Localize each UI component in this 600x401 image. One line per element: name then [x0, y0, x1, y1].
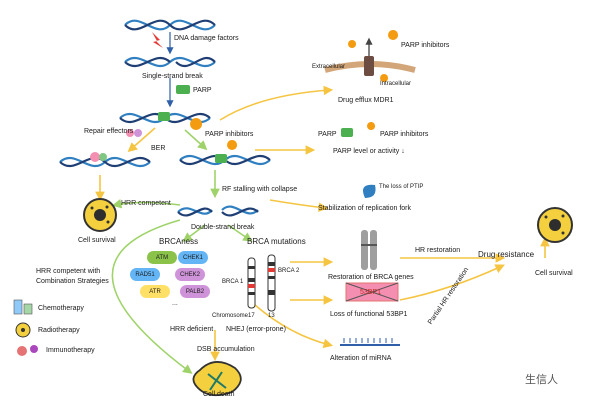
label-hr-restoration: HR restoration: [415, 247, 461, 254]
arrow-hrr-competent: [111, 199, 181, 209]
arrow-to-ber: [127, 127, 156, 153]
dna-helix-top: [124, 19, 216, 31]
53bp1-box-icon: [345, 282, 399, 302]
label-radiotherapy: Radiotherapy: [38, 327, 80, 334]
dna-helix-ber: [59, 156, 151, 168]
parp-inhibitor-mid-icon: [190, 118, 203, 130]
membrane-icon: [324, 37, 416, 76]
label-cell-survival-right: Cell survival: [535, 270, 573, 277]
pill-chek2: CHEK2: [175, 268, 205, 281]
label-chromosome: Chromosome: [212, 313, 249, 319]
pill-rad51: RAD51: [130, 268, 160, 281]
label-ber: BER: [151, 145, 166, 152]
label-parp-inhibitors-mid: PARP inhibitors: [205, 131, 254, 138]
label-brca2: BRCA 2: [278, 268, 300, 274]
chemotherapy-icon: [13, 299, 33, 315]
ptip-icon: [362, 184, 376, 198]
lightning-icon: [152, 32, 163, 48]
arrow-to-brcaness: [182, 224, 206, 242]
label-single-strand-break: Single-strand break: [142, 73, 203, 80]
label-rf-stalling: RF stalling with collapse: [222, 186, 298, 193]
label-restoration-brca: Restoration of BRCA genes: [328, 274, 414, 281]
label-hrr-competent: HRR competent: [121, 200, 171, 207]
repair-effector-c-icon: [90, 152, 100, 162]
label-alteration-mirna: Alteration of miRNA: [330, 355, 392, 362]
label-combination-strategies: Combination Strategies: [36, 278, 109, 285]
dna-helix-ssb: [124, 56, 216, 68]
pill-chek1: CHEK1: [178, 251, 208, 264]
label-parp-inhibitors-efflux: PARP inhibitors: [401, 42, 450, 49]
repair-effector-a-icon: [126, 129, 134, 137]
parp-inhibited-icon: [215, 154, 227, 163]
cell-survival-right-icon: [537, 207, 573, 243]
label-more-proteins: ...: [172, 300, 178, 307]
label-drug-efflux: Drug efflux MDR1: [338, 97, 394, 104]
label-dsb-accumulation: DSB accumulation: [197, 346, 255, 353]
chromosome-17-icon: [247, 257, 256, 309]
label-brca-mutations: BRCA mutations: [247, 237, 306, 246]
inhibitor-efflux-2-icon: [348, 40, 357, 48]
label-extracellular: Extracellular: [312, 64, 346, 70]
immunotherapy-icon: [17, 345, 38, 356]
watermark-text: 生信人: [525, 373, 558, 386]
label-parp-level-activity: PARP level or activity ↓: [333, 148, 405, 155]
label-brca1: BRCA 1: [222, 279, 244, 285]
label-hrr-competent-with: HRR competent with: [36, 268, 101, 275]
label-immunotherapy: Immunotherapy: [46, 347, 95, 354]
inhibitor-efflux-icon: [388, 30, 399, 40]
label-double-strand-break: Double-strand break: [191, 224, 255, 231]
arrow-to-mirna: [254, 304, 334, 349]
label-53bp1: 53BP1: [360, 289, 382, 296]
label-loss-of-ptip: The loss of PTIP: [379, 184, 424, 190]
parp-level-icon: [341, 128, 353, 137]
label-brcaness: BRCAness: [159, 237, 199, 246]
label-chemotherapy: Chemotherapy: [38, 305, 84, 312]
label-chr13: 13: [268, 313, 275, 319]
parp-on-dna-icon: [158, 112, 170, 121]
arrow-to-fork: [269, 199, 329, 213]
inhibitor-efflux-3-icon: [380, 74, 389, 82]
label-drug-resistance: Drug resistance: [478, 250, 535, 259]
label-repair-effectors: Repair effectors: [84, 128, 134, 135]
label-intracellular: Intracellular: [380, 81, 412, 87]
label-cell-survival-left: Cell survival: [78, 237, 116, 244]
label-stabilization: Stabilization of replication fork: [318, 205, 411, 212]
label-parp-top: PARP: [193, 87, 212, 94]
repair-effector-b-icon: [134, 129, 142, 137]
mirna-icon: [340, 338, 400, 346]
parp-inhibitor-dna-icon: [227, 140, 238, 150]
parp-level-inhibitor-icon: [367, 122, 376, 130]
brca-chromosome-icon: [361, 230, 377, 270]
label-dna-damage-factors: DNA damage factors: [174, 35, 239, 42]
label-cell-death: Cell death: [203, 391, 235, 398]
pill-atr: ATR: [140, 285, 170, 298]
repair-effector-d-icon: [99, 153, 107, 161]
label-loss-53bp1: Loss of functional 53BP1: [330, 311, 408, 318]
cell-death-icon: [192, 361, 242, 397]
arrow-to-efflux: [219, 85, 334, 121]
label-hrr-deficient: HRR deficient: [170, 326, 214, 333]
arrow-partial-hr: [399, 264, 505, 301]
chromosome-13-icon: [267, 254, 276, 312]
radiotherapy-icon: [15, 322, 31, 338]
pill-palb2: PALB2: [180, 285, 210, 298]
parp-icon: [176, 85, 190, 94]
cell-survival-left-icon: [83, 198, 117, 232]
label-parp-inhibitors-level: PARP inhibitors: [380, 131, 429, 138]
label-parp-level-left: PARP: [318, 131, 337, 138]
label-nhej: NHEJ (error-prone): [226, 326, 286, 333]
label-chr17: 17: [248, 313, 255, 319]
arrow-combination: [111, 219, 193, 374]
arrow-to-brca-mut: [227, 224, 253, 242]
arrow-to-inhibitors: [184, 129, 208, 151]
dna-helix-dsb: [177, 205, 259, 217]
pill-atm: ATM: [147, 251, 177, 264]
